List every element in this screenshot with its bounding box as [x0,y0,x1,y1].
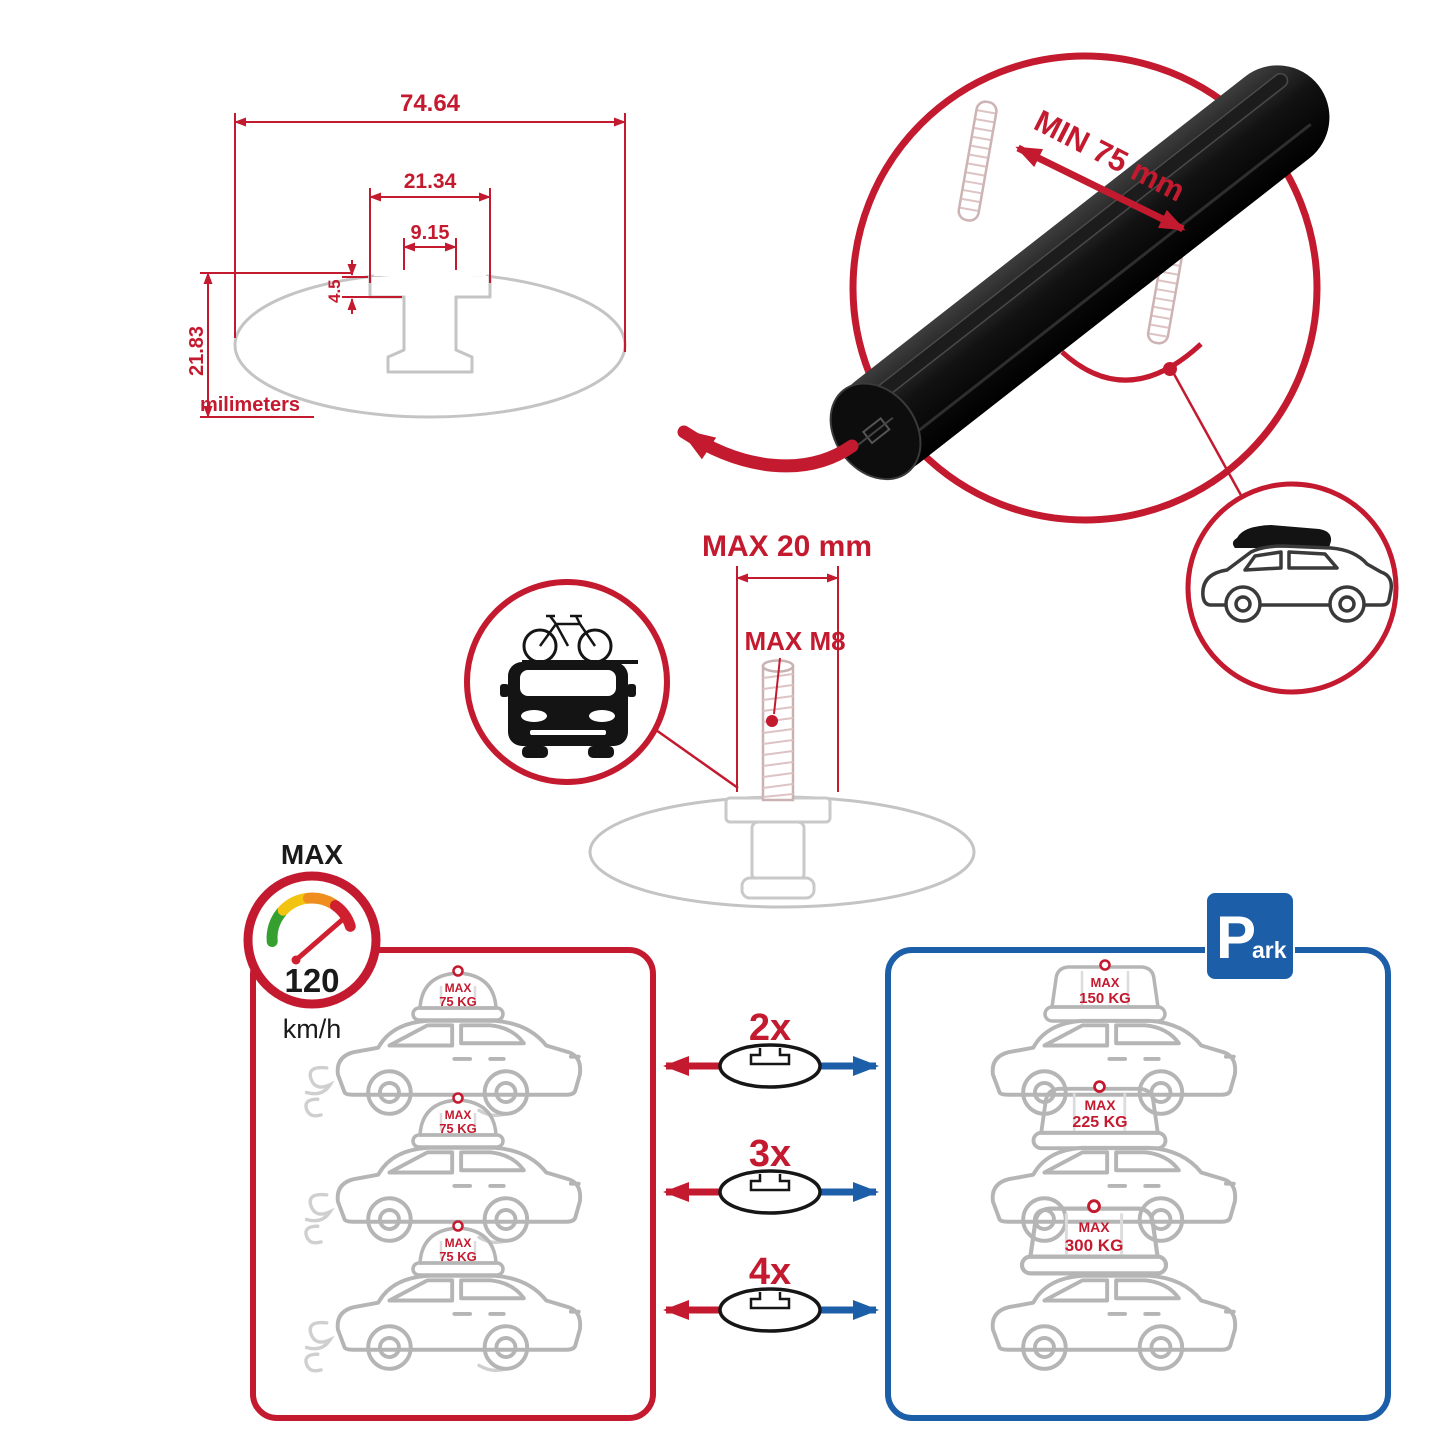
profile-slot-mask [374,266,486,276]
bar-count-rows: 2x 3x 4x [663,1007,879,1333]
bike-badge-leader-line [655,728,739,790]
load-max-label: MAX [1084,1097,1116,1113]
car-front-with-bike-icon [500,614,638,758]
parked-car-icon [990,1273,1238,1371]
suv-with-roofbox-icon [1201,525,1394,623]
thread-pointer-dot [766,715,778,727]
gauge-needle [293,917,345,963]
dim-slot-outer-label: 21.34 [404,170,457,193]
parking-sign-p: P [1216,904,1256,971]
thread-leader-line [773,657,781,715]
dim-slot-inner-label: 9.15 [411,222,450,244]
section-pointer-arrow [677,425,859,473]
bar-count-label: 2x [749,1007,791,1049]
gauge-needle-pivot [291,955,301,965]
dim-slot-depth-label: 4.5 [325,279,344,303]
parked-cars: MAX 150 KG MAX 225 KG MAX 300 KG [990,958,1238,1371]
parking-sign-text: ark [1252,937,1287,963]
t-slot-adapter [724,796,832,900]
min-span-arrow [1015,144,1186,233]
load-max-label: MAX [1091,975,1120,990]
roofbox-car-badge [1185,481,1399,695]
bar-profile-icon [718,1169,822,1215]
dim-total-width-label: 74.64 [400,90,461,117]
load-value-label: 225 KG [1072,1114,1127,1131]
load-value-label: 75 KG [439,994,477,1009]
roofbox-leader-line [1172,373,1244,498]
units-label: milimeters [200,394,300,416]
load-value-label: 300 KG [1065,1236,1124,1255]
speed-max-label: MAX [281,839,344,870]
parking-sign: P ark [1205,891,1295,981]
load-max-label: MAX [445,1236,472,1250]
bar-profile-icon [718,1043,822,1089]
m8-bolt-icon [761,659,795,802]
speed-limit-gauge: MAX 120 km/h [243,839,381,1044]
driving-car-icon [306,1148,580,1243]
max-bolt-length-label: MAX 20 mm [702,530,872,563]
max-thread-size-label: MAX M8 [744,626,845,656]
speed-value: 120 [284,962,339,999]
u-bolt-pointer-dot [1163,362,1177,376]
gauge-arc [266,892,356,947]
speed-units: km/h [283,1014,342,1044]
load-max-label: MAX [445,1108,472,1122]
parked-car-icon [990,1145,1238,1243]
crossbar-profile-diagram: 74.64 21.34 9.15 4.5 21.83 milimeters [186,90,627,419]
driving-panel [250,947,656,1421]
driving-cars: MAX 75 KG MAX 75 KG MAX 75 KG [306,964,580,1371]
bar-count-label: 4x [749,1251,791,1293]
dimension-extension-lines [200,113,626,418]
load-max-label: MAX [445,981,472,995]
load-capacity-section: P ark MAX 120 km/h MAX [243,839,1391,1421]
load-max-label: MAX [1078,1219,1110,1235]
parking-panel [885,947,1391,1421]
load-value-label: 75 KG [439,1249,477,1264]
bolt-extension-lines [736,566,839,792]
crossbar-zoom-detail: MIN 75 mm [677,52,1399,695]
u-bolt-strap [1060,342,1203,383]
load-value-label: 150 KG [1079,990,1131,1007]
bar-count-label: 3x [749,1133,791,1175]
driving-car-icon [306,1276,580,1371]
dim-total-height-label: 21.83 [186,326,208,376]
bar-profile-icon [718,1287,822,1333]
bike-car-badge [464,579,739,790]
mounting-bolt-diagram: MAX 20 mm MAX M8 [464,530,976,909]
load-value-label: 75 KG [439,1121,477,1136]
